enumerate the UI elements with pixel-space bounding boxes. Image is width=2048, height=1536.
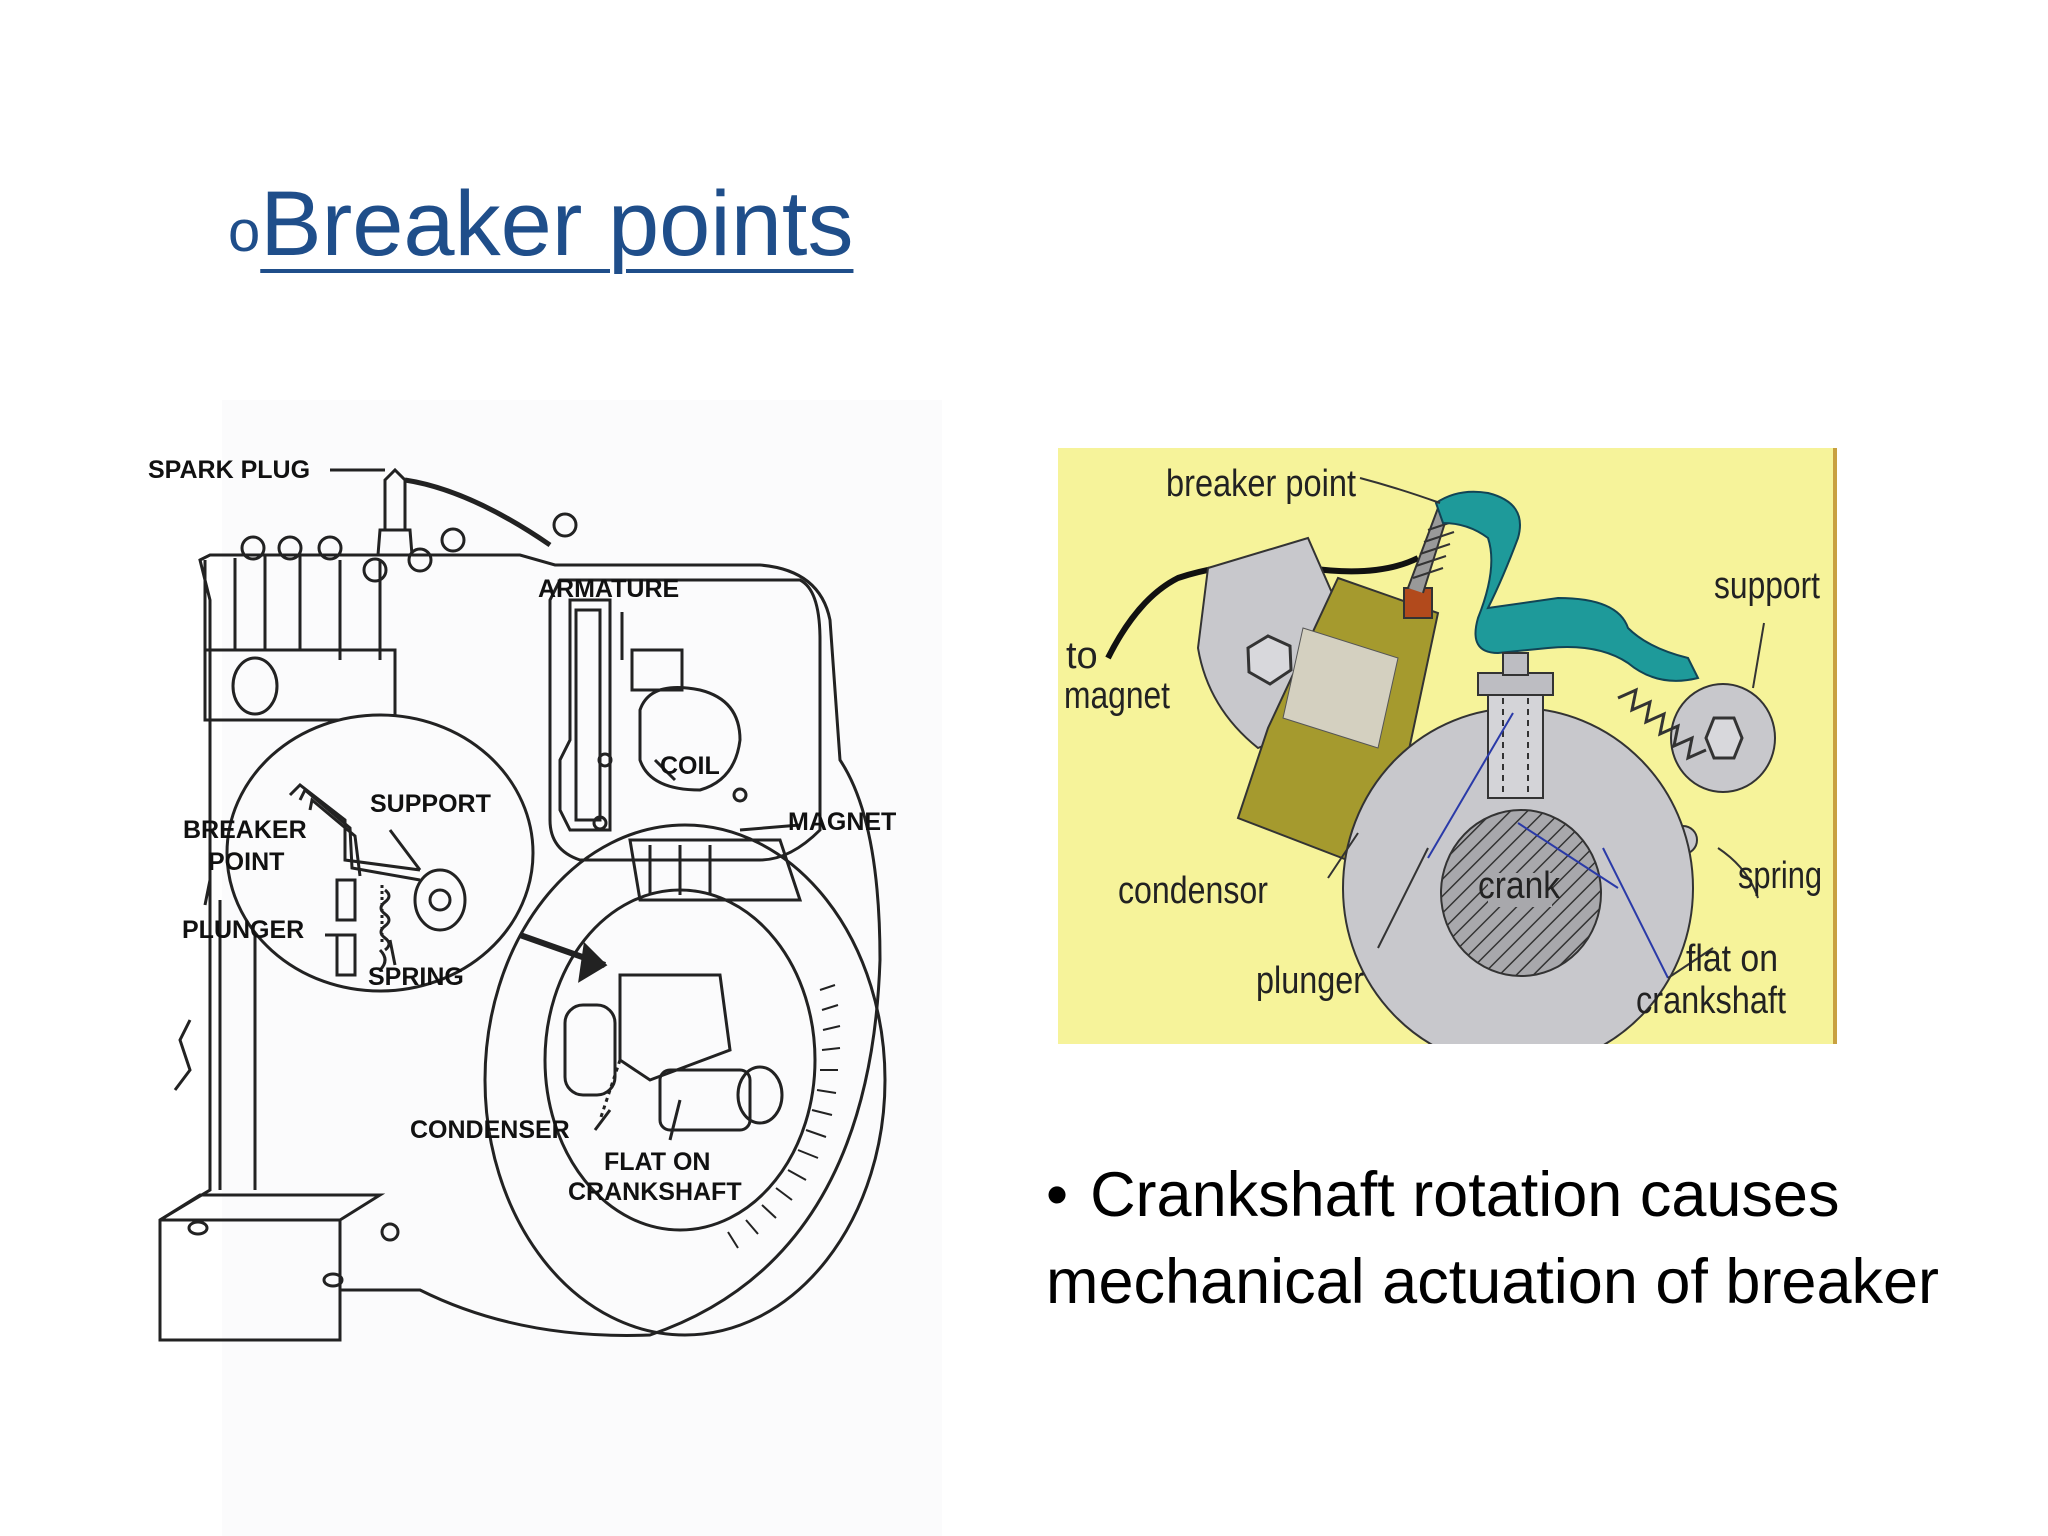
label-flat-on: FLAT ON [604, 1148, 710, 1176]
label-plunger: PLUNGER [182, 916, 304, 944]
label-support: SUPPORT [370, 790, 491, 818]
engine-block-outline [158, 553, 882, 1342]
label-spring: spring [1738, 855, 1822, 897]
label-crankshaft: CRANKSHAFT [568, 1178, 742, 1206]
breaker-arm [1434, 490, 1700, 682]
label-condenser: CONDENSER [410, 1116, 570, 1144]
label-flat-on: flat on [1686, 938, 1778, 980]
label-coil: COIL [660, 752, 720, 780]
label-breaker-point: breaker point [1166, 463, 1356, 505]
label-magnet: MAGNET [788, 808, 896, 836]
title-text: Breaker points [260, 173, 854, 275]
label-magnet: magnet [1064, 675, 1170, 717]
slide-title: oBreaker points [228, 178, 853, 270]
label-point: POINT [208, 848, 284, 876]
bullet-point: •Crankshaft rotation causes mechanical a… [1046, 1152, 2026, 1326]
label-plunger: plunger [1256, 960, 1364, 1002]
breaker-points-diagram: breaker point to magnet support condenso… [1058, 448, 1837, 1044]
label-crank: crank [1478, 865, 1561, 907]
label-crankshaft: crankshaft [1636, 980, 1786, 1022]
title-bullet: o [228, 199, 261, 264]
label-condensor: condensor [1118, 870, 1268, 912]
label-support: support [1714, 565, 1820, 607]
spring-coil [1617, 687, 1707, 761]
label-spark-plug: SPARK PLUG [148, 456, 310, 484]
label-to: to [1066, 635, 1098, 677]
bullet-text: Crankshaft rotation causes mechanical ac… [1046, 1160, 1940, 1317]
plunger-rod [1487, 677, 1544, 799]
label-spring: SPRING [368, 963, 464, 991]
label-armature: ARMATURE [538, 575, 679, 603]
hex-bolt-icon [1246, 634, 1293, 686]
bullet-dot: • [1046, 1160, 1069, 1230]
label-breaker: BREAKER [183, 816, 307, 844]
